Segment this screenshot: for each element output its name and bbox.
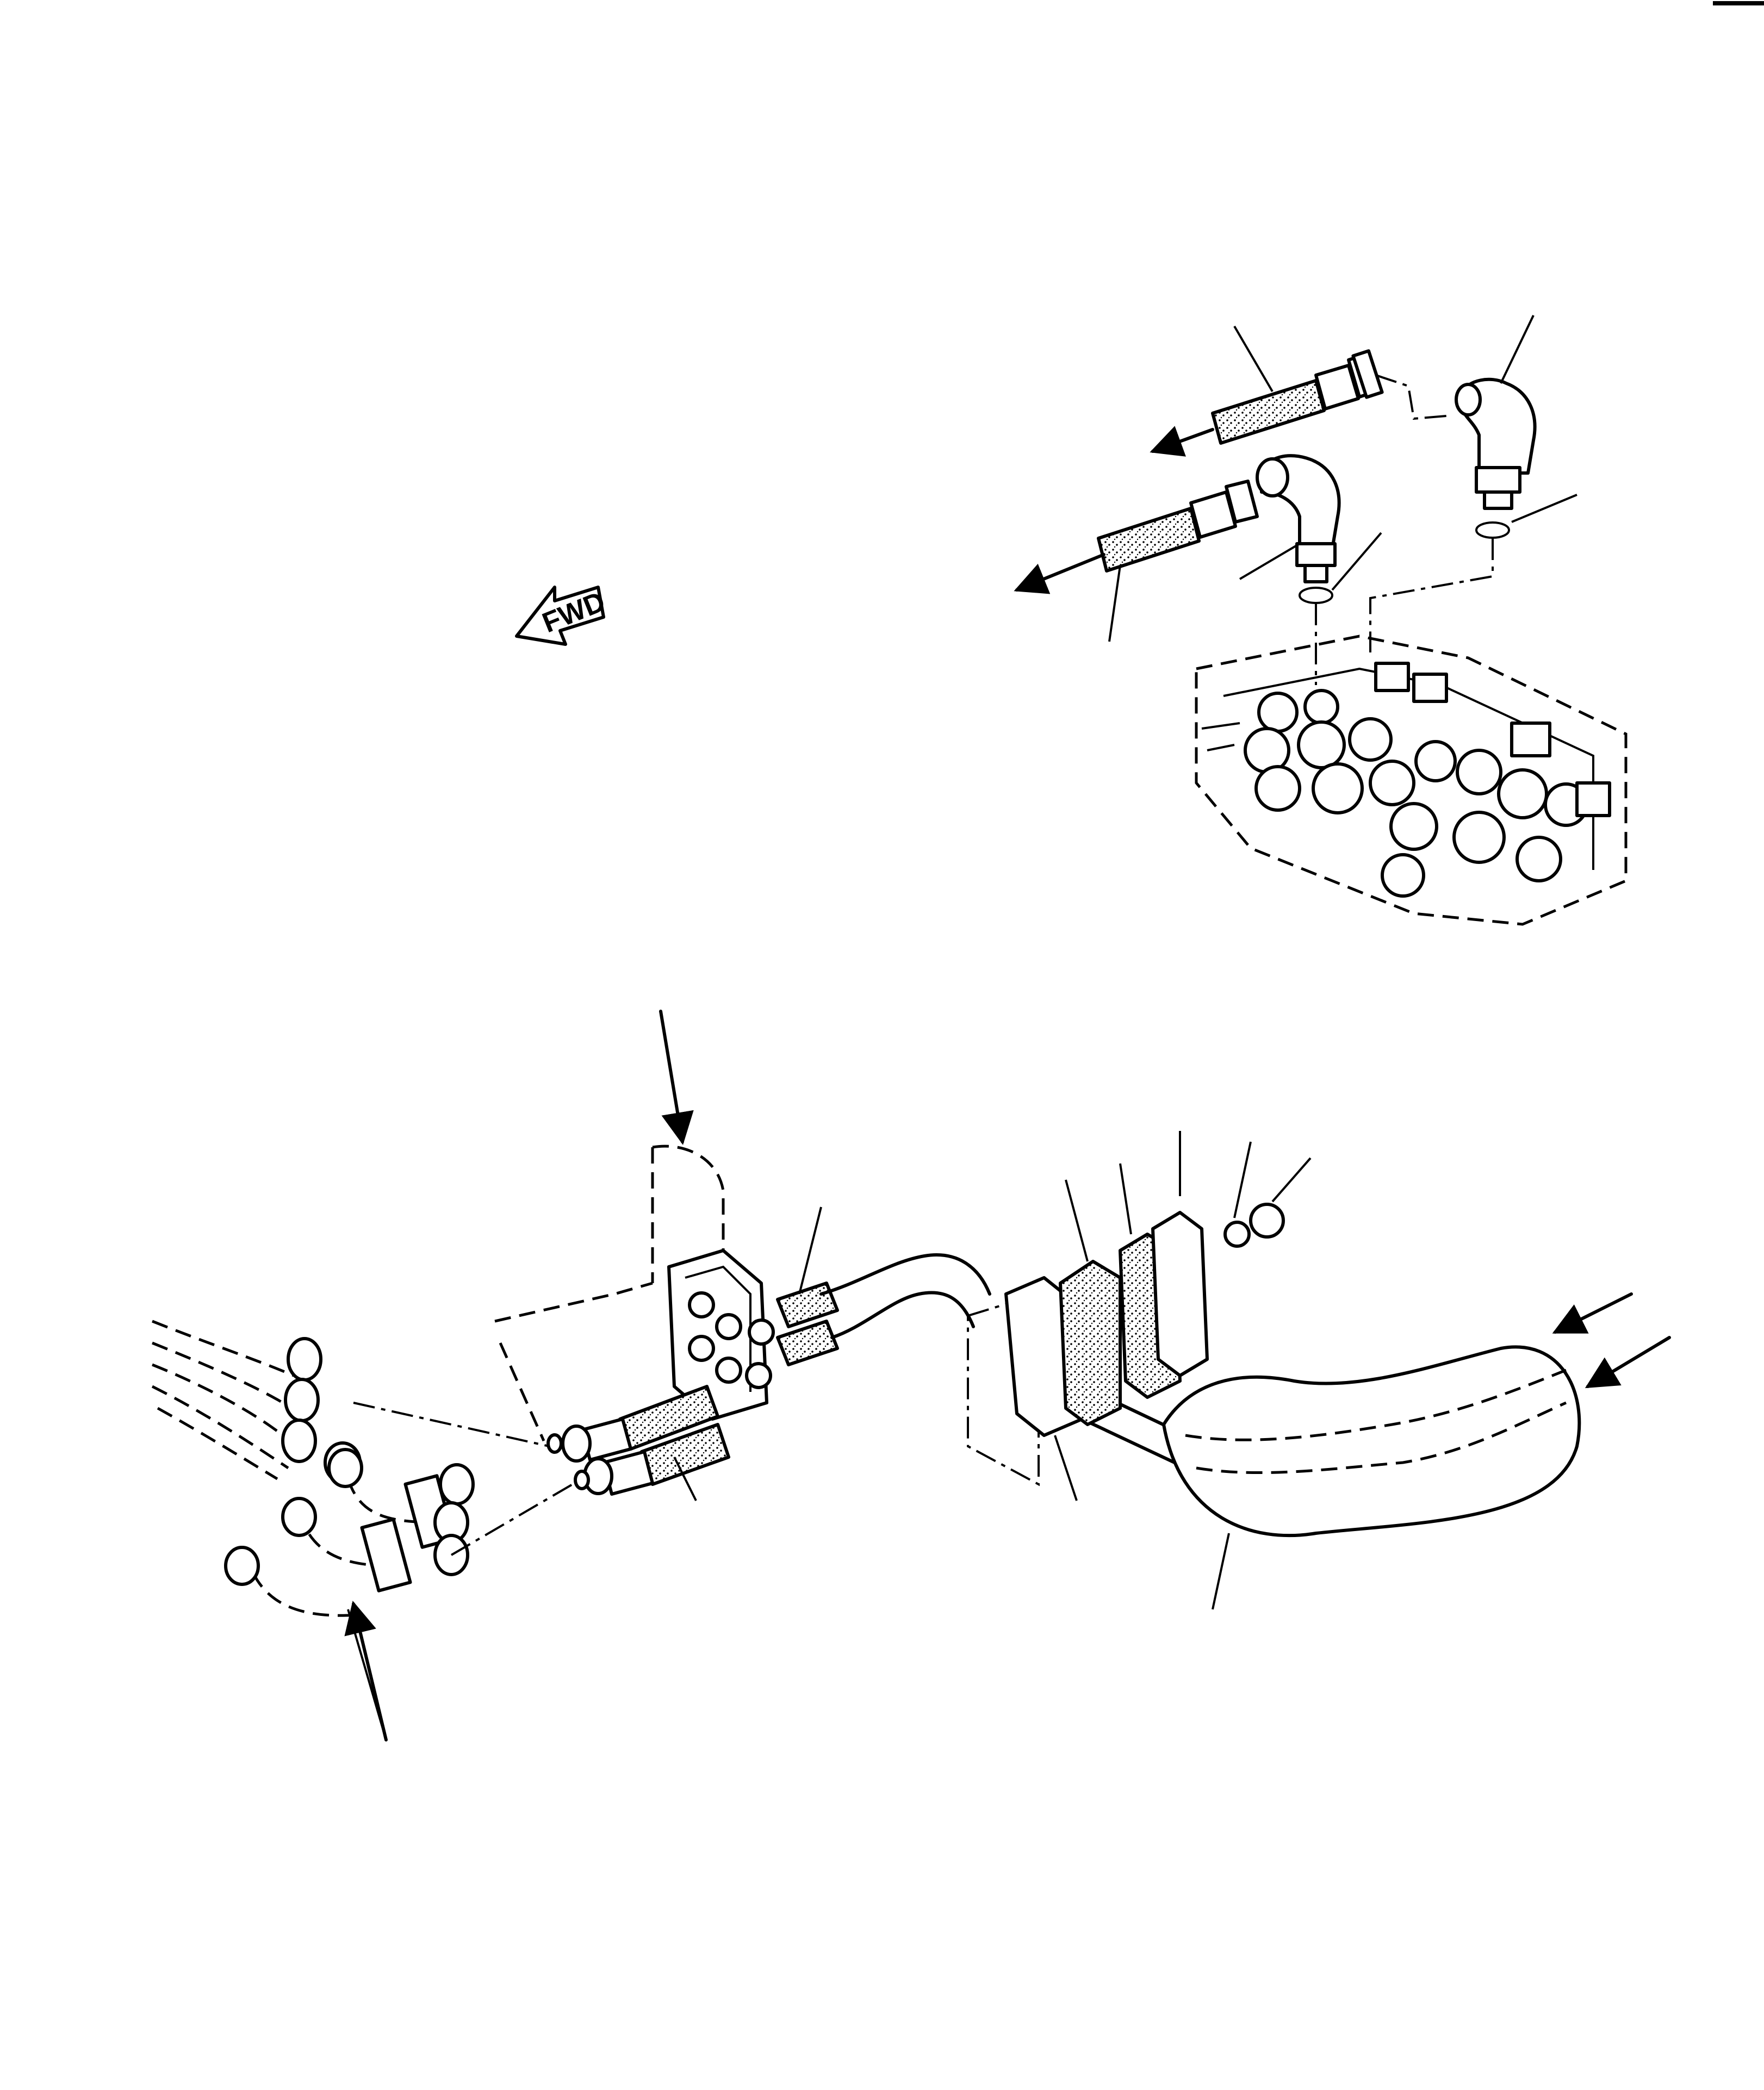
clamp-block-inner-a bbox=[1059, 1260, 1122, 1426]
upper-hose-leader bbox=[1233, 325, 1274, 393]
right-o-ring-leader bbox=[1511, 494, 1577, 523]
right-elbow-face bbox=[1455, 383, 1482, 416]
lower-hose-a-tip bbox=[546, 1433, 563, 1454]
lower-hose-leader bbox=[1108, 565, 1121, 642]
centerline-upper bbox=[1375, 374, 1447, 420]
sleeve-leader bbox=[1212, 1533, 1230, 1610]
control-valve-block bbox=[1195, 635, 1628, 926]
left-elbow-leader bbox=[1239, 543, 1301, 580]
lower-hose-arrow bbox=[1014, 553, 1105, 594]
left-elbow-face bbox=[1256, 457, 1289, 497]
bulkhead-grommet bbox=[776, 1206, 839, 1366]
lower-hose-pair-leader bbox=[673, 1457, 697, 1501]
lower-hose-ferrule bbox=[1189, 490, 1237, 539]
bent-tube-nut-c bbox=[327, 1448, 363, 1488]
right-elbow-hex bbox=[1475, 466, 1521, 494]
tube-line-5 bbox=[157, 1407, 278, 1481]
tube-end-1 bbox=[439, 1463, 475, 1506]
clamp-nut bbox=[1249, 1203, 1285, 1239]
tube-line-1 bbox=[152, 1320, 294, 1377]
lower-hose-b-tip bbox=[574, 1470, 590, 1490]
clamp-block-leader bbox=[1065, 1179, 1089, 1262]
tube-line-3 bbox=[152, 1363, 284, 1436]
left-tube-bundle bbox=[151, 1320, 475, 1741]
fwd-orientation-badge: FWD bbox=[515, 586, 610, 646]
upper-hose-arrow bbox=[1150, 426, 1214, 457]
bent-tube-nut-a bbox=[224, 1546, 260, 1586]
right-elbow-leader bbox=[1500, 315, 1535, 384]
centerline-right bbox=[1369, 538, 1494, 652]
right-elbow-stem bbox=[1483, 490, 1513, 510]
clamp-washer bbox=[1223, 1221, 1251, 1248]
protective-sleeve bbox=[1162, 1292, 1671, 1610]
clamp-bracket bbox=[1151, 1211, 1209, 1377]
grommet-leader bbox=[798, 1206, 822, 1295]
clamp-inner-leader bbox=[1119, 1163, 1132, 1235]
lower-hose-pair bbox=[546, 1385, 730, 1501]
upper-hose-assembly bbox=[1014, 315, 1577, 685]
upper-hose-ferrule bbox=[1314, 364, 1360, 410]
frame-plate bbox=[494, 1010, 725, 1442]
tube-nut-2 bbox=[284, 1378, 320, 1422]
valve-outline bbox=[1195, 635, 1628, 926]
tube-bundle-arrow bbox=[344, 1601, 388, 1741]
upper-hose-stippled bbox=[1211, 379, 1326, 445]
right-o-ring bbox=[1475, 521, 1510, 539]
valve-spools bbox=[1201, 662, 1611, 898]
main-tube-run bbox=[819, 1253, 1176, 1464]
bent-tube-a bbox=[243, 1549, 359, 1617]
left-o-ring bbox=[1299, 587, 1333, 604]
tube-nut-3 bbox=[281, 1419, 317, 1463]
lower-hose-a-nut bbox=[561, 1425, 592, 1463]
bent-tube-nut-b bbox=[281, 1497, 317, 1537]
tube-clamp-a bbox=[360, 1517, 412, 1593]
lower-hose-nut bbox=[1225, 480, 1259, 524]
upper-hose-nut-cap bbox=[1351, 349, 1384, 399]
tube-line-4 bbox=[151, 1385, 289, 1470]
guard-panel-leader bbox=[1054, 1435, 1078, 1501]
clamp-nut-leader bbox=[1271, 1157, 1312, 1203]
left-o-ring-leader bbox=[1331, 532, 1382, 591]
bulkhead-bolt-2 bbox=[745, 1362, 772, 1389]
tube-line-2 bbox=[152, 1341, 284, 1404]
sleeve-arrow-lower bbox=[1585, 1336, 1671, 1389]
clamp-washer-leader bbox=[1233, 1141, 1252, 1218]
bulkhead-bolt-1 bbox=[748, 1318, 775, 1346]
centerline-bundle-2 bbox=[450, 1478, 583, 1556]
forward-arrow-icon bbox=[515, 586, 605, 646]
tube-clamp-set bbox=[1004, 1131, 1312, 1437]
sleeve-arrow-upper bbox=[1552, 1292, 1633, 1334]
frame-plate-arrow bbox=[659, 1010, 694, 1145]
centerline-bundle-1 bbox=[353, 1402, 550, 1447]
left-elbow-hex bbox=[1295, 542, 1337, 567]
bulkhead-plate bbox=[667, 1249, 775, 1421]
lower-hose-stippled bbox=[1097, 507, 1201, 573]
tube-nut-1 bbox=[287, 1337, 322, 1382]
left-elbow-stem bbox=[1303, 564, 1328, 583]
